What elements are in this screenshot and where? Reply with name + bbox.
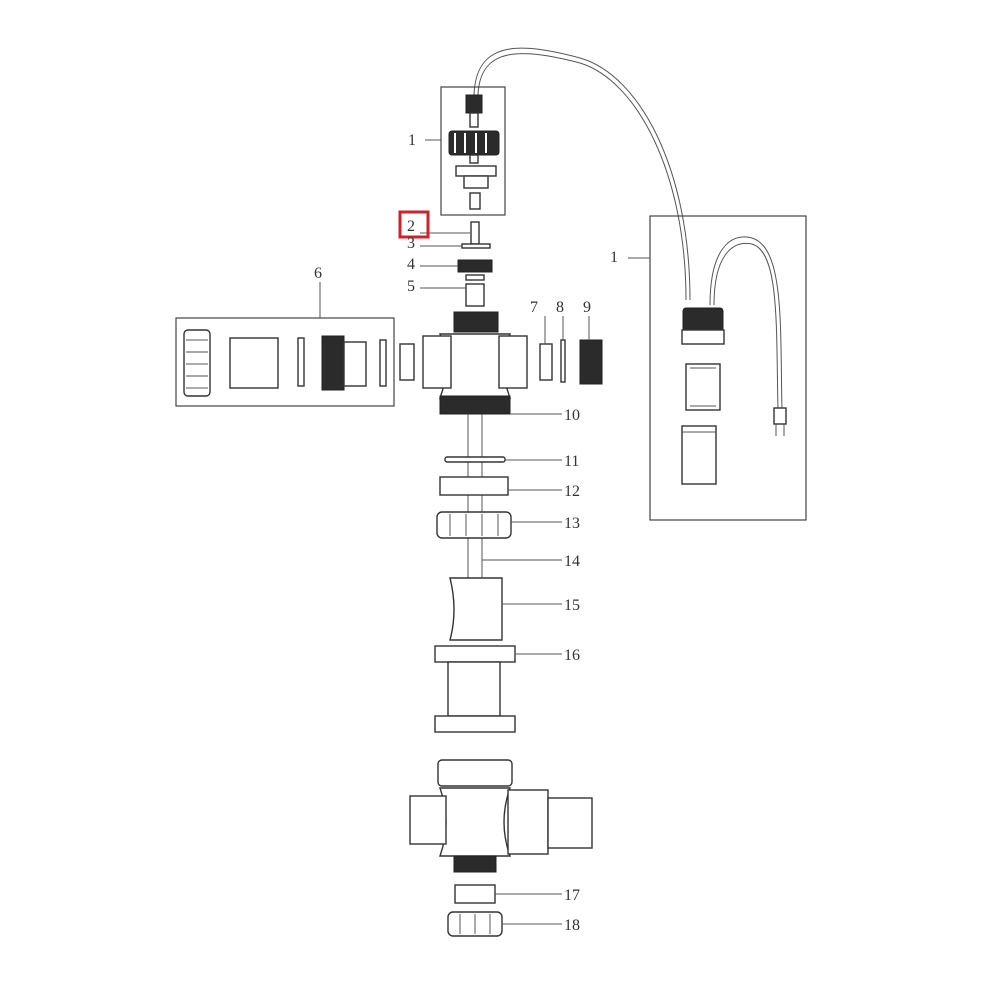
callout-16: 16 — [564, 647, 580, 664]
callout-10: 10 — [564, 407, 580, 424]
callout-7: 7 — [530, 299, 538, 316]
callout-2-highlight — [398, 210, 430, 239]
callout-5: 5 — [407, 278, 415, 295]
power-cable — [473, 47, 783, 411]
power-plug — [773, 407, 787, 436]
callout-9: 9 — [583, 299, 591, 316]
callout-11: 11 — [564, 453, 579, 470]
callout-18: 18 — [564, 917, 580, 934]
right-part-box — [649, 215, 807, 521]
callout-3: 3 — [407, 235, 415, 252]
callout-15: 15 — [564, 597, 580, 614]
callout-2: 2 — [407, 218, 415, 235]
left-part-box — [175, 317, 395, 407]
callout-6: 6 — [314, 265, 322, 282]
callout-13: 13 — [564, 515, 580, 532]
central-assembly — [399, 221, 603, 937]
callout-1-right: 1 — [610, 249, 618, 266]
callout-14: 14 — [564, 553, 580, 570]
callout-1-left: 1 — [408, 132, 416, 149]
callout-8: 8 — [556, 299, 564, 316]
top-part-box — [440, 86, 506, 216]
callout-12: 12 — [564, 483, 580, 500]
callout-17: 17 — [564, 887, 580, 904]
callout-4: 4 — [407, 256, 415, 273]
